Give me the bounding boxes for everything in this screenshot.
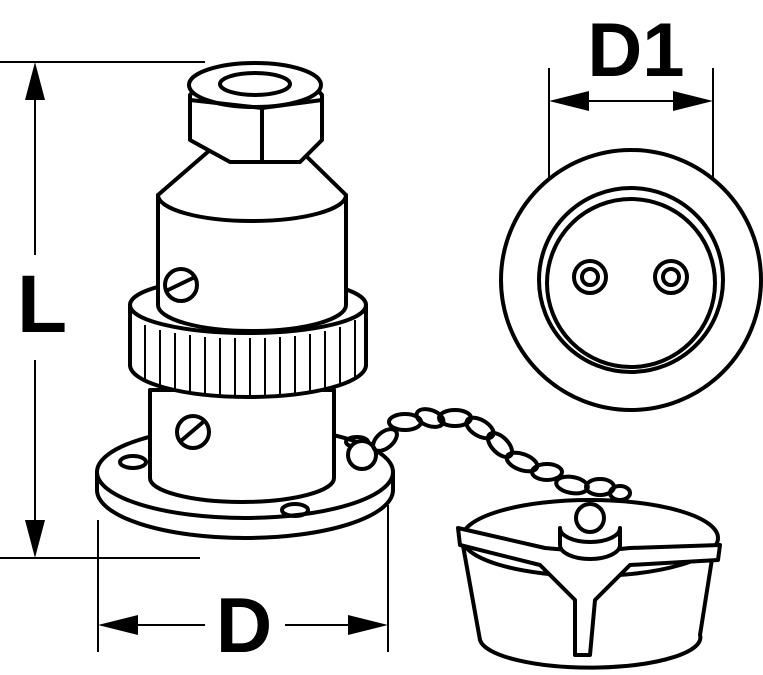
- socket-side-view: [95, 61, 395, 540]
- dust-cap: [456, 498, 722, 670]
- label-d: D: [216, 581, 272, 669]
- label-l: L: [17, 259, 67, 350]
- dimension-d: D: [97, 505, 389, 669]
- label-d1: D1: [587, 8, 684, 93]
- dimension-d1: D1: [548, 8, 714, 265]
- chain: [346, 407, 632, 502]
- socket-top-view: [499, 148, 763, 412]
- dimension-l: L: [0, 61, 205, 559]
